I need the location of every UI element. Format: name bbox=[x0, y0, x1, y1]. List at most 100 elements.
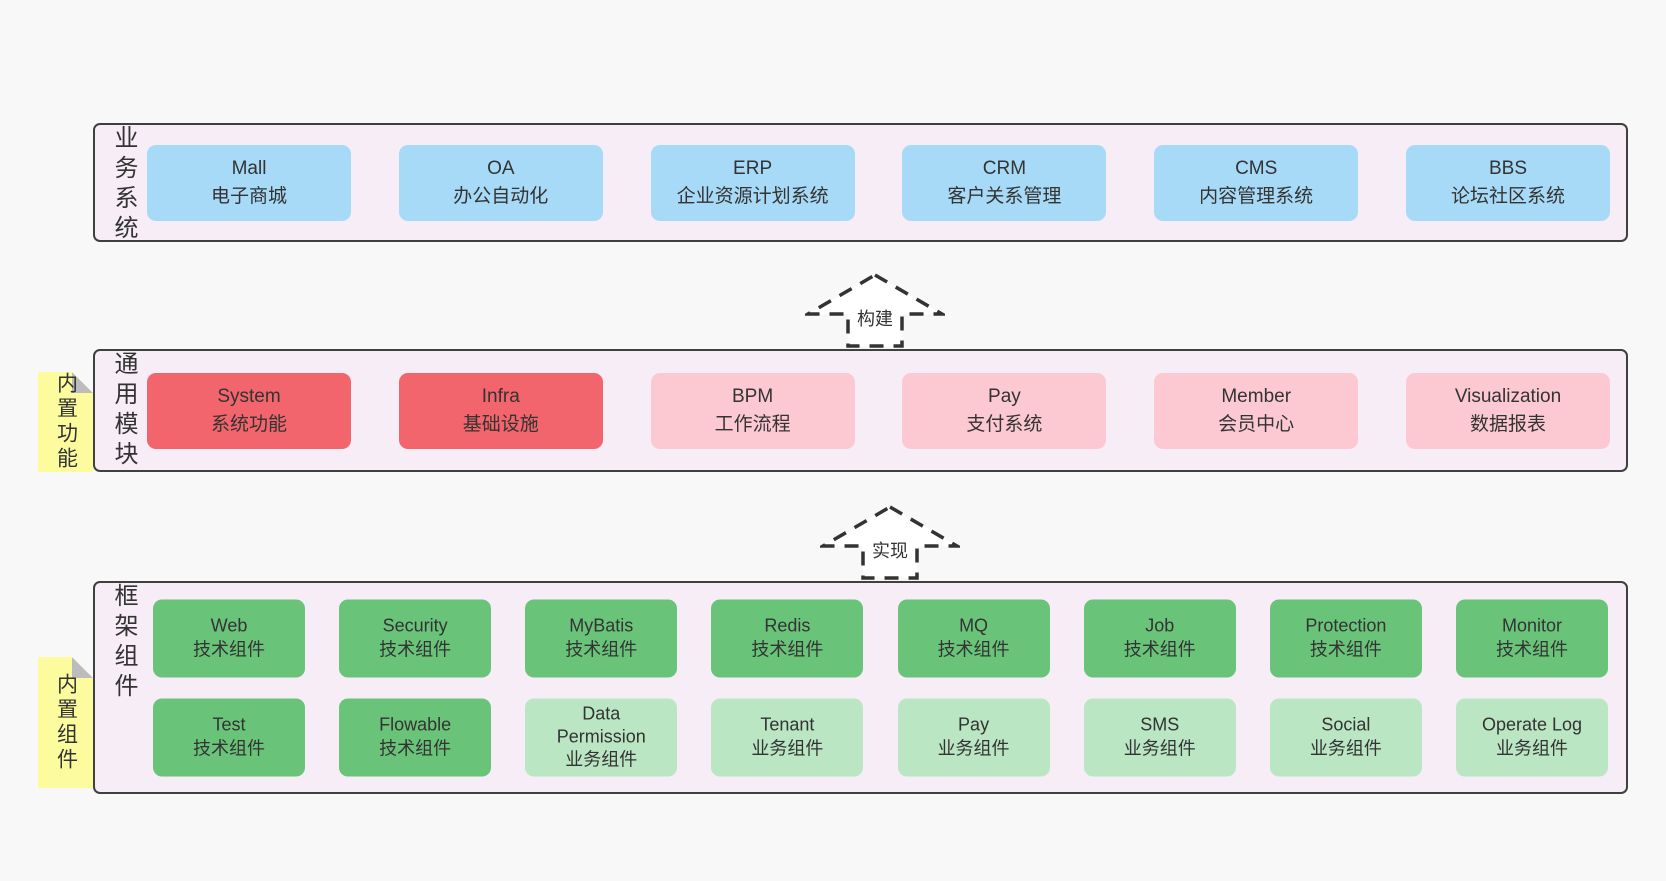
band-framework-components-label: 框架组件 bbox=[110, 583, 137, 703]
band-common-modules-label: 通用模块 bbox=[110, 351, 137, 471]
box-title: MyBatis bbox=[569, 615, 634, 636]
sticky-note-text: 内置功能 bbox=[54, 372, 78, 472]
box-subtitle: 论坛社区系统 bbox=[1450, 185, 1565, 207]
common-modules-row: System 系统功能 Infra 基础设施 BPM 工作流程 Pay 支付系统… bbox=[147, 351, 1610, 470]
box-title: Infra bbox=[481, 385, 520, 407]
box-pay-module: Pay 支付系统 bbox=[902, 372, 1107, 449]
box-title: Tenant bbox=[760, 714, 815, 735]
box-infra: Infra 基础设施 bbox=[398, 372, 603, 449]
band-business-systems: 业务系统 Mall 电子商城 OA 办公自动化 ERP 企业资源计划系统 CRM… bbox=[93, 123, 1628, 245]
box-subtitle: 客户关系管理 bbox=[947, 185, 1062, 207]
box-title: Job bbox=[1145, 615, 1175, 636]
box-member: Member 会员中心 bbox=[1154, 372, 1359, 449]
box-flowable: Flowable 技术组件 bbox=[339, 698, 492, 776]
box-visualization: Visualization 数据报表 bbox=[1405, 372, 1610, 449]
block-arrow-up-icon bbox=[805, 272, 945, 348]
box-title: Pay bbox=[988, 385, 1021, 407]
box-bbs: BBS 论坛社区系统 bbox=[1405, 144, 1610, 221]
arrow-build-label: 构建 bbox=[857, 309, 893, 329]
box-subtitle: 业务组件 bbox=[1495, 738, 1568, 758]
box-subtitle: 技术组件 bbox=[1495, 639, 1568, 659]
box-title: Protection bbox=[1305, 615, 1387, 636]
arrow-implement: 实现 bbox=[820, 504, 960, 581]
band-business-systems-label: 业务系统 bbox=[110, 125, 137, 245]
box-pay-component: Pay 业务组件 bbox=[897, 698, 1050, 776]
box-security: Security 技术组件 bbox=[339, 599, 492, 677]
box-mybatis: MyBatis 技术组件 bbox=[525, 599, 678, 677]
box-subtitle: 企业资源计划系统 bbox=[676, 185, 829, 207]
box-subtitle: 工作流程 bbox=[714, 413, 791, 435]
box-system: System 系统功能 bbox=[147, 372, 351, 449]
box-title: Web bbox=[210, 615, 248, 636]
box-title: CRM bbox=[982, 157, 1027, 179]
box-title: Flowable bbox=[379, 714, 452, 735]
band-common-modules: 通用模块 System 系统功能 Infra 基础设施 BPM 工作流程 Pay… bbox=[93, 349, 1628, 472]
box-mq: MQ 技术组件 bbox=[897, 599, 1050, 677]
box-subtitle: 支付系统 bbox=[966, 413, 1043, 435]
box-subtitle: 业务组件 bbox=[937, 738, 1010, 758]
box-redis: Redis 技术组件 bbox=[711, 599, 864, 677]
box-title: Social bbox=[1321, 714, 1371, 735]
box-title: BPM bbox=[732, 385, 774, 407]
box-title: System bbox=[217, 385, 281, 407]
box-crm: CRM 客户关系管理 bbox=[902, 144, 1107, 221]
box-title: MQ bbox=[959, 615, 989, 636]
box-subtitle: 系统功能 bbox=[210, 413, 287, 435]
box-bpm: BPM 工作流程 bbox=[650, 372, 855, 449]
biz-components-row: Test 技术组件 Flowable 技术组件 Data Permission … bbox=[153, 698, 1608, 776]
box-subtitle: 技术组件 bbox=[379, 639, 452, 659]
box-title: ERP bbox=[733, 157, 773, 179]
box-erp: ERP 企业资源计划系统 bbox=[650, 144, 855, 221]
box-title: Member bbox=[1221, 385, 1292, 407]
box-subtitle: 内容管理系统 bbox=[1199, 185, 1314, 207]
band-framework-components: 框架组件 Web 技术组件 Security 技术组件 MyBatis 技术组件… bbox=[93, 581, 1628, 794]
box-data-permission: Data Permission 业务组件 bbox=[525, 698, 678, 776]
box-title: Test bbox=[212, 714, 246, 735]
box-title: Security bbox=[382, 615, 448, 636]
box-protection: Protection 技术组件 bbox=[1269, 599, 1422, 677]
box-mall: Mall 电子商城 bbox=[147, 144, 351, 221]
arrow-implement-label: 实现 bbox=[872, 541, 908, 561]
box-tenant: Tenant 业务组件 bbox=[711, 698, 864, 776]
box-subtitle: 会员中心 bbox=[1218, 413, 1295, 435]
box-oa: OA 办公自动化 bbox=[398, 144, 603, 221]
box-monitor: Monitor 技术组件 bbox=[1455, 599, 1608, 677]
box-title: Pay bbox=[958, 714, 990, 735]
box-title: Mall bbox=[231, 157, 267, 179]
box-cms: CMS 内容管理系统 bbox=[1154, 144, 1359, 221]
block-arrow-up-icon bbox=[820, 504, 960, 580]
arrow-build: 构建 bbox=[805, 272, 945, 349]
business-systems-row: Mall 电子商城 OA 办公自动化 ERP 企业资源计划系统 CRM 客户关系… bbox=[147, 125, 1610, 240]
box-title: OA bbox=[487, 157, 515, 179]
box-subtitle: 技术组件 bbox=[1309, 639, 1382, 659]
sticky-note-built-in-components: 内置组件 bbox=[38, 657, 93, 788]
box-test: Test 技术组件 bbox=[153, 698, 305, 776]
box-title: Monitor bbox=[1501, 615, 1562, 636]
box-title: Data Permission bbox=[556, 703, 646, 747]
box-subtitle: 业务组件 bbox=[751, 738, 824, 758]
sticky-note-text: 内置组件 bbox=[54, 672, 78, 773]
tech-components-row: Web 技术组件 Security 技术组件 MyBatis 技术组件 Redi… bbox=[153, 599, 1608, 677]
box-web: Web 技术组件 bbox=[153, 599, 305, 677]
box-subtitle: 业务组件 bbox=[1309, 738, 1382, 758]
box-title: SMS bbox=[1140, 714, 1180, 735]
box-title: BBS bbox=[1488, 157, 1527, 179]
box-title: CMS bbox=[1235, 157, 1278, 179]
box-subtitle: 技术组件 bbox=[565, 639, 638, 659]
box-subtitle: 数据报表 bbox=[1469, 413, 1546, 435]
box-subtitle: 技术组件 bbox=[937, 639, 1010, 659]
box-operate-log: Operate Log 业务组件 bbox=[1455, 698, 1608, 776]
box-subtitle: 基础设施 bbox=[462, 413, 539, 435]
box-sms: SMS 业务组件 bbox=[1083, 698, 1236, 776]
box-subtitle: 技术组件 bbox=[751, 639, 824, 659]
box-social: Social 业务组件 bbox=[1269, 698, 1422, 776]
box-subtitle: 技术组件 bbox=[193, 639, 265, 659]
sticky-note-built-in-features: 内置功能 bbox=[38, 372, 93, 472]
box-subtitle: 办公自动化 bbox=[453, 185, 549, 207]
box-subtitle: 业务组件 bbox=[1123, 738, 1196, 758]
framework-components-grid: Web 技术组件 Security 技术组件 MyBatis 技术组件 Redi… bbox=[153, 599, 1608, 776]
box-subtitle: 技术组件 bbox=[193, 738, 265, 758]
box-job: Job 技术组件 bbox=[1083, 599, 1236, 677]
box-subtitle: 技术组件 bbox=[1123, 639, 1196, 659]
box-subtitle: 业务组件 bbox=[565, 749, 638, 770]
